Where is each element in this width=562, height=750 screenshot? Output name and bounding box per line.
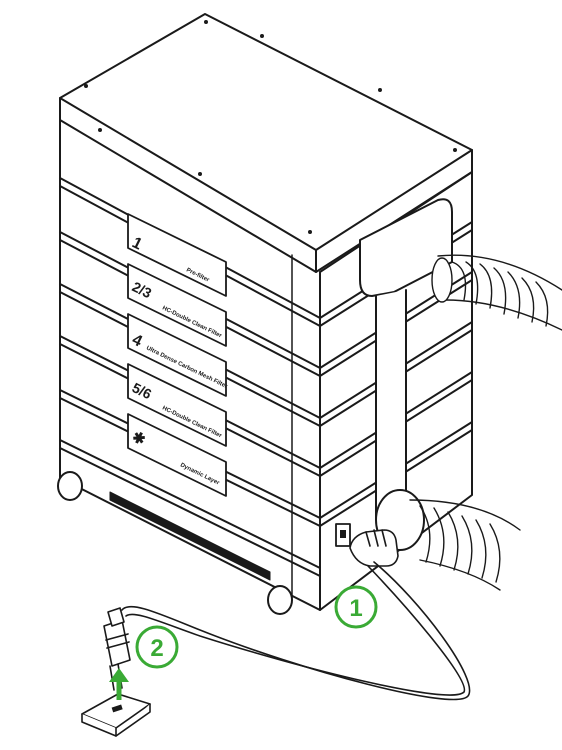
filter-plate-5	[127, 413, 227, 497]
power-inlet	[335, 523, 351, 547]
filter-label-plates	[127, 213, 227, 497]
filter-plate-3	[127, 313, 227, 397]
base-grille	[109, 491, 271, 581]
lid-screws	[84, 20, 457, 234]
hose-lower	[409, 499, 521, 591]
filter-number: 5/6	[130, 379, 155, 402]
power-cord	[121, 561, 471, 701]
hose-elbow-top	[359, 198, 453, 297]
up-arrow-icon	[109, 668, 129, 700]
hose-duct	[375, 289, 407, 521]
step-callout-1: 1	[334, 585, 378, 629]
filter-number: 2/3	[130, 278, 155, 301]
caster-wheels	[57, 471, 293, 615]
step-number: 2	[150, 635, 163, 662]
hose-upper	[431, 254, 562, 331]
step-number: 1	[349, 595, 362, 622]
filter-plate-2	[127, 263, 227, 347]
front-face	[59, 119, 321, 611]
wall-outlet-plate	[81, 693, 151, 737]
filter-plate-1	[127, 213, 227, 297]
hand-icon	[349, 529, 399, 567]
step-callout-2: 2	[135, 625, 179, 669]
filter-plate-4	[127, 363, 227, 447]
